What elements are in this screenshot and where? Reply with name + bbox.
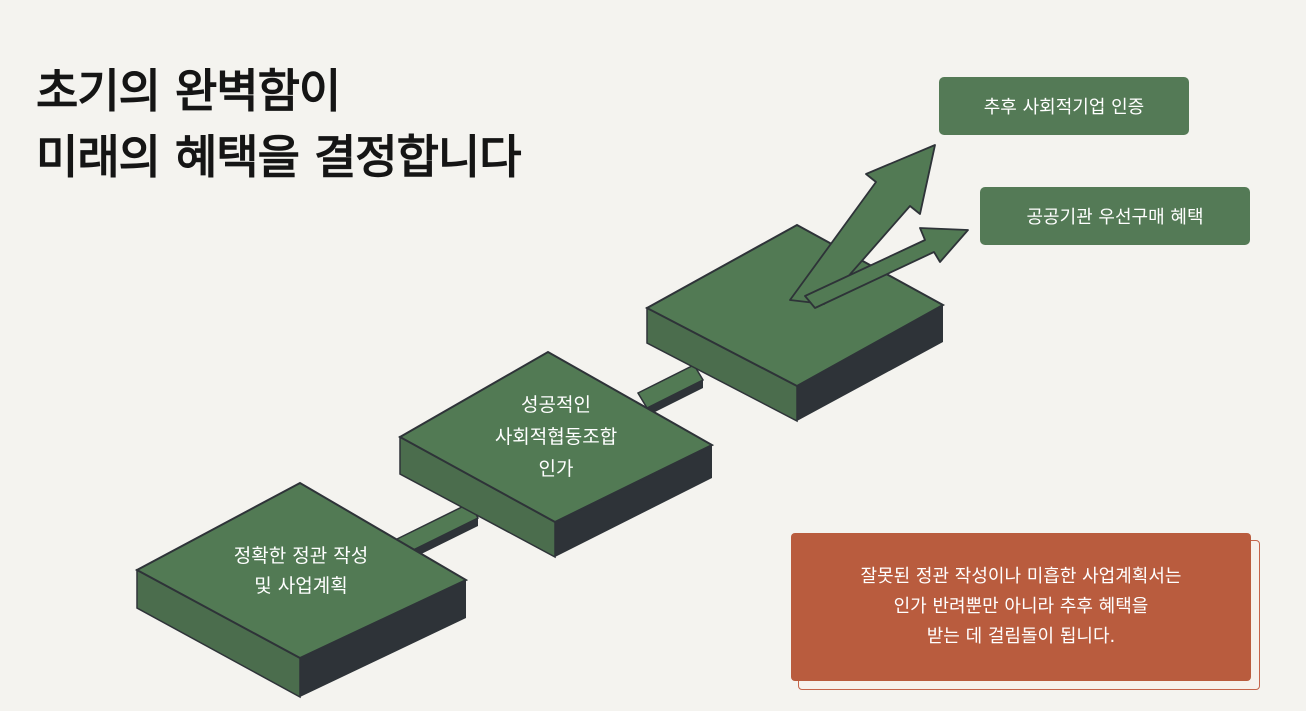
warning-callout: 잘못된 정관 작성이나 미흡한 사업계획서는 인가 반려뿐만 아니라 추후 혜택… [791, 533, 1251, 681]
outcome-social-enterprise: 추후 사회적기업 인증 [939, 77, 1189, 135]
title-line-2: 미래의 혜택을 결정합니다 [36, 130, 522, 184]
title-line-1: 초기의 완벽함이 [36, 64, 341, 118]
connector-2-3 [636, 364, 705, 416]
step-2-label-line-2: 사회적협동조합 [495, 426, 617, 448]
warning-line-3: 받는 데 걸림돌이 됩니다. [926, 626, 1116, 647]
step-1-label-line-2: 및 사업계획 [254, 575, 347, 597]
step-block-2 [397, 350, 715, 559]
outcome-social-enterprise-label: 추후 사회적기업 인증 [983, 97, 1145, 118]
step-2-label-line-1: 성공적인 [521, 394, 591, 416]
step-block-1 [134, 481, 469, 699]
step-2-label-line-3: 인가 [539, 458, 574, 480]
outcome-public-procurement-label: 공공기관 우선구매 혜택 [1026, 207, 1204, 228]
warning-line-1: 잘못된 정관 작성이나 미흡한 사업계획서는 [860, 566, 1182, 587]
warning-line-2: 인가 반려뿐만 아니라 추후 혜택을 [893, 596, 1149, 617]
slide-title: 초기의 완벽함이 미래의 혜택을 결정합니다 [36, 58, 522, 190]
step-1-label-line-1: 정확한 정관 작성 [234, 545, 368, 567]
arrow-to-outcome-2 [804, 227, 969, 309]
outcome-public-procurement: 공공기관 우선구매 혜택 [980, 187, 1250, 245]
